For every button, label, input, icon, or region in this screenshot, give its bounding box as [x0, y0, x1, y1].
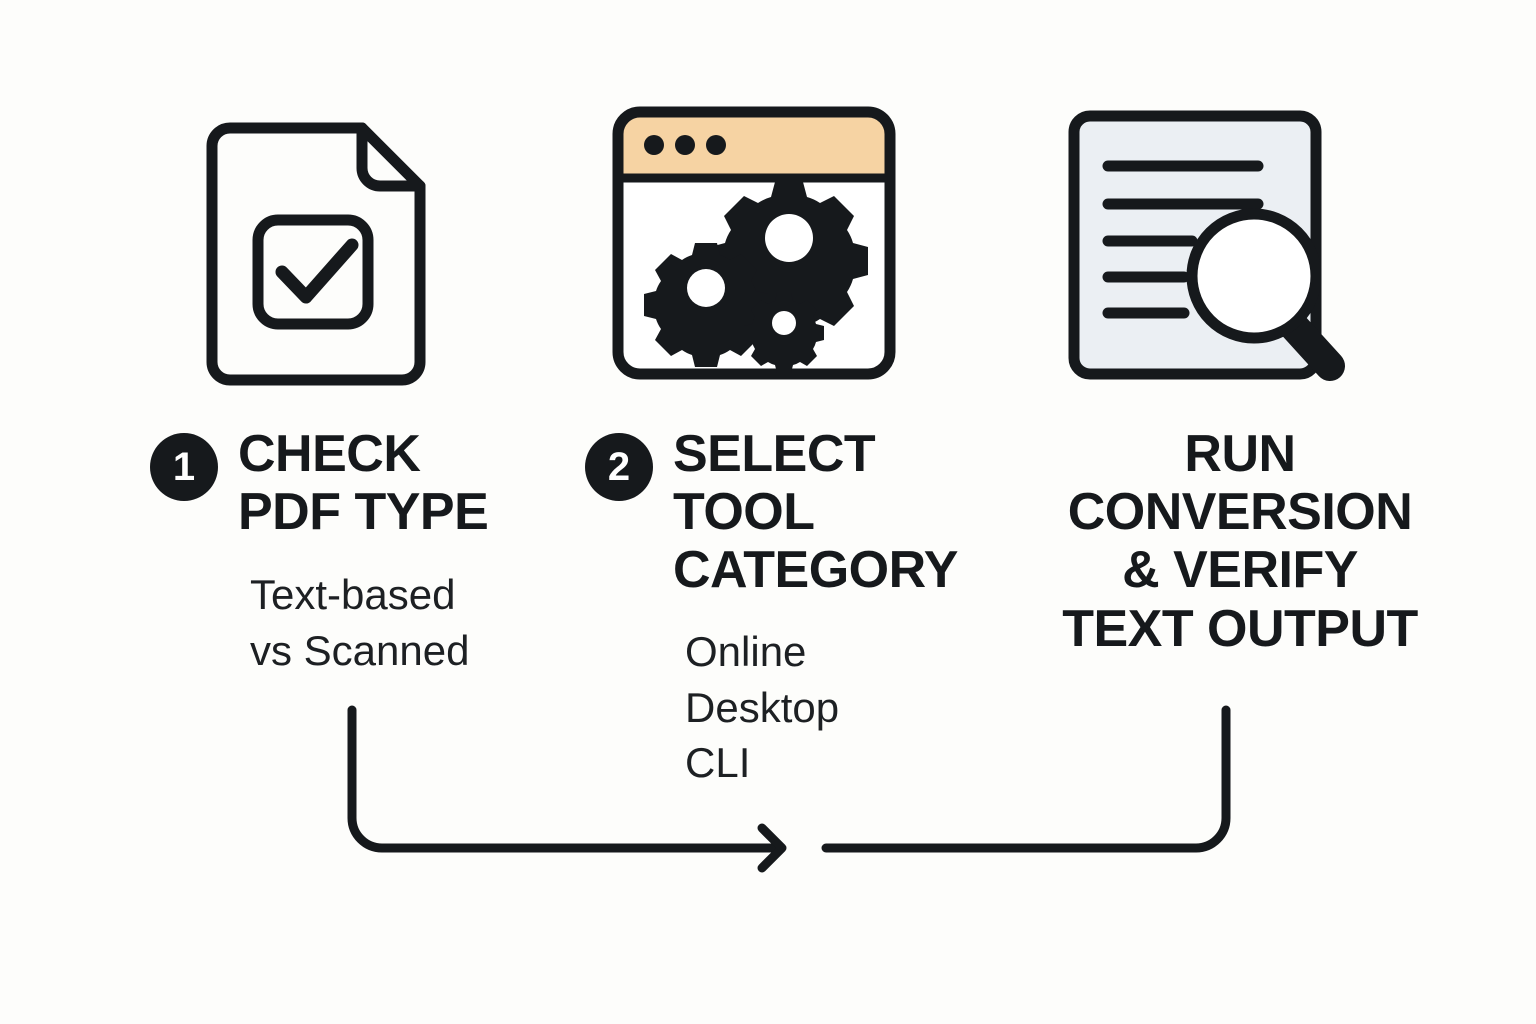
- window-dot-2: [675, 135, 695, 155]
- step-1-subline-2: vs Scanned: [250, 627, 470, 675]
- step-1-headline-line-2: PDF TYPE: [238, 483, 489, 542]
- step-1-subline-1: Text-based: [250, 571, 456, 619]
- step-1-headline: CHECK PDF TYPE: [238, 425, 489, 542]
- step-1-heading-row: 1 CHECK PDF TYPE: [150, 425, 550, 541]
- step-3-heading-row: RUN CONVERSION & VERIFY TEXT OUTPUT: [1030, 425, 1450, 658]
- step-1-headline-line-1: CHECK: [238, 425, 421, 483]
- step-3-headline-line-3: & VERIFY: [1122, 541, 1358, 600]
- step-3-headline-line-1: RUN: [1184, 425, 1296, 483]
- browser-gears-icon: [604, 98, 904, 388]
- step-3-headline-line-4: TEXT OUTPUT: [1062, 599, 1418, 658]
- connector-arrowhead-icon: [757, 823, 787, 873]
- step-2-sublist: Online Desktop CLI: [685, 624, 1005, 792]
- step-2-number-badge: 2: [585, 433, 653, 501]
- window-dot-3: [706, 135, 726, 155]
- step-2-headline-line-1: SELECT: [673, 425, 876, 483]
- step-1-number-badge: 1: [150, 433, 218, 501]
- step-2-headline: SELECT TOOL CATEGORY: [673, 425, 958, 600]
- step-3-headline: RUN CONVERSION & VERIFY TEXT OUTPUT: [1030, 425, 1450, 658]
- document-search-icon: [1062, 104, 1352, 394]
- document-text-lines: [1102, 160, 1264, 319]
- step-1: 1 CHECK PDF TYPE Text-based vs Scanned: [150, 425, 550, 679]
- step-1-sublist: Text-based vs Scanned: [250, 567, 550, 679]
- magnifier-handle: [1275, 307, 1345, 381]
- window-dot-1: [644, 135, 664, 155]
- step-2-subline-3: CLI: [685, 739, 751, 787]
- document-check-icon: [196, 120, 436, 390]
- step-3-headline-line-2: CONVERSION: [1067, 483, 1413, 542]
- step-2-subline-1: Online: [685, 627, 807, 675]
- gear-medium: [644, 243, 768, 367]
- step-2-heading-row: 2 SELECT TOOL CATEGORY: [585, 425, 1005, 600]
- step-2-headline-line-2: TOOL: [673, 483, 815, 542]
- step-2: 2 SELECT TOOL CATEGORY Online Desktop CL…: [585, 425, 1005, 791]
- step-3: RUN CONVERSION & VERIFY TEXT OUTPUT: [1030, 425, 1450, 658]
- step-2-headline-line-3: CATEGORY: [673, 541, 958, 600]
- magnifier-lens: [1186, 208, 1322, 344]
- gear-small: [744, 293, 824, 373]
- step-2-subline-2: Desktop: [685, 683, 840, 731]
